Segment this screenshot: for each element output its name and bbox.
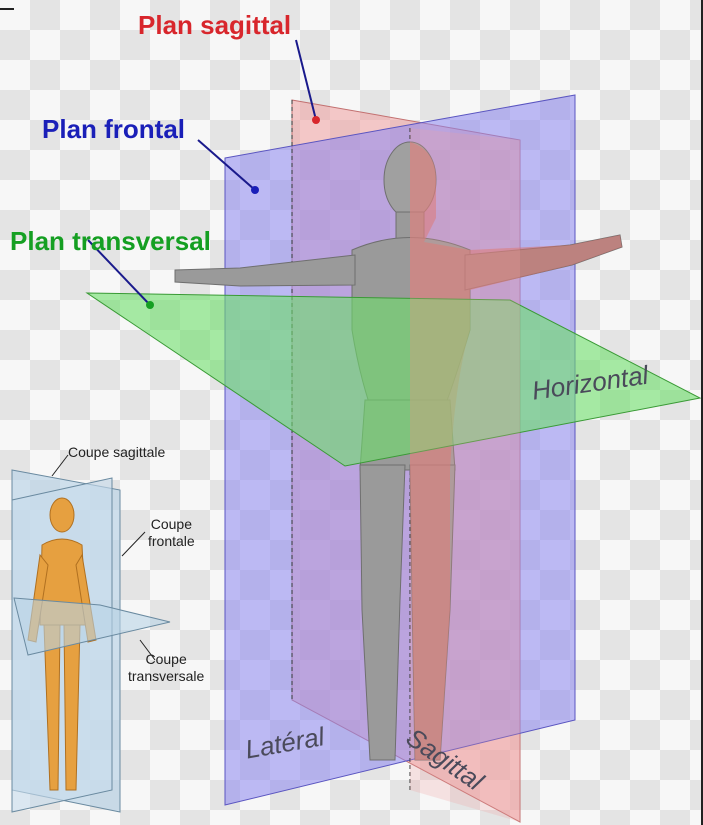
inset-leader-sagittale (52, 455, 68, 476)
inset-diagram (12, 455, 170, 812)
leader-dot-sagittal (312, 116, 320, 124)
coupe-transversale-line1: Coupe (128, 651, 204, 668)
plan-transversal-label: Plan transversal (10, 226, 211, 257)
inset-leader-frontale (122, 532, 145, 556)
plan-sagittal-label: Plan sagittal (138, 10, 291, 41)
coupe-sagittale-label: Coupe sagittale (68, 444, 165, 461)
coupe-frontale-line2: frontale (148, 533, 195, 550)
sagittal-plane-front (410, 128, 520, 822)
coupe-frontale-label: Coupe frontale (148, 516, 195, 550)
plan-frontal-label: Plan frontal (42, 114, 185, 145)
leader-dot-frontal (251, 186, 259, 194)
coupe-transversale-line2: transversale (128, 668, 204, 685)
leader-dot-transversal (146, 301, 154, 309)
coupe-transversale-label: Coupe transversale (128, 651, 204, 685)
coupe-frontale-line1: Coupe (148, 516, 195, 533)
